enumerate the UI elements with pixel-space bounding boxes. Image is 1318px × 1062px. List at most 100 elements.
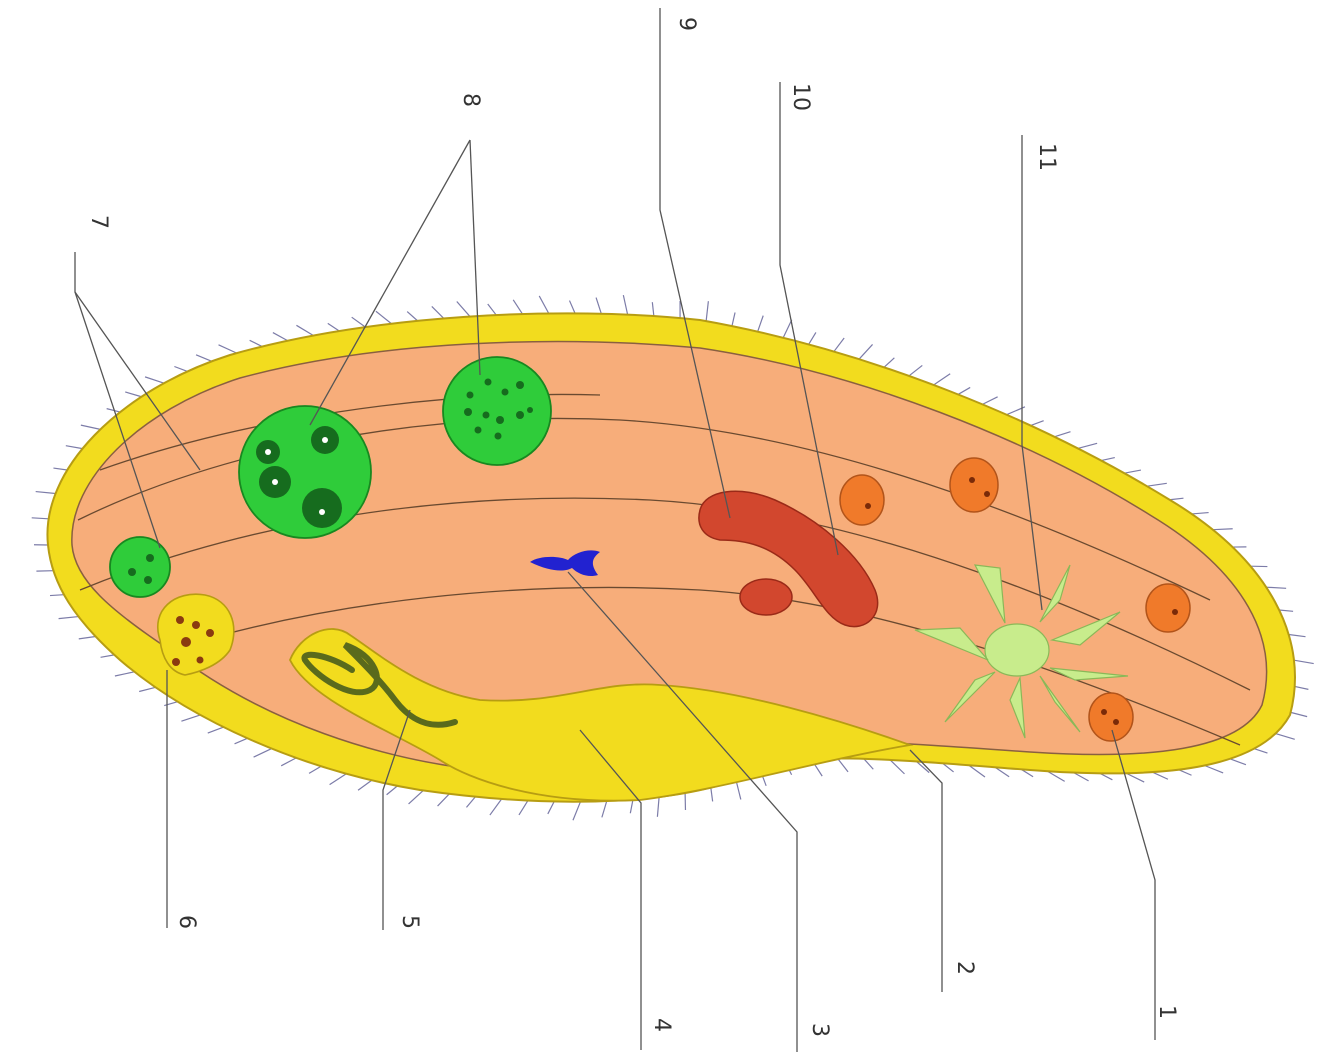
cilium <box>488 304 497 315</box>
cilium <box>273 333 288 341</box>
cilium <box>1054 432 1070 437</box>
cilium <box>330 774 347 785</box>
cilium <box>66 446 83 449</box>
cilium <box>490 799 502 815</box>
cilium <box>1031 421 1044 426</box>
cilium <box>174 367 187 372</box>
cilium <box>79 636 96 638</box>
label-7: 7 <box>86 215 111 229</box>
cilium <box>457 302 470 317</box>
cilium <box>1124 470 1141 473</box>
cilium <box>53 468 67 470</box>
cilium <box>1192 513 1209 514</box>
cilium <box>407 312 417 321</box>
cilium <box>81 425 101 429</box>
cilium <box>1276 734 1295 740</box>
cilium <box>909 365 922 375</box>
cilium <box>181 715 200 721</box>
cilium <box>1152 772 1167 779</box>
cilium <box>409 790 424 804</box>
cilium <box>602 801 607 817</box>
cilium <box>706 301 708 321</box>
food-vacuole-small <box>110 537 170 597</box>
micronucleus <box>740 579 792 615</box>
cilium <box>208 727 224 733</box>
cilium <box>281 758 296 766</box>
cilium <box>884 358 894 367</box>
cilium <box>982 397 997 405</box>
cilium <box>101 655 115 657</box>
cilium <box>1295 686 1309 689</box>
cilium <box>438 794 450 806</box>
food-vacuole-large <box>239 406 371 538</box>
cilium <box>1254 749 1267 753</box>
cilium <box>115 672 135 676</box>
cilium <box>890 760 904 774</box>
cilium <box>838 758 848 771</box>
cilium <box>1205 766 1224 773</box>
label-10: 10 <box>788 83 813 111</box>
label-9: 9 <box>674 17 699 31</box>
cilium <box>1230 759 1246 765</box>
cilium <box>834 338 844 352</box>
cilium <box>732 312 735 326</box>
food-vacuole-medium <box>443 357 551 465</box>
cilium <box>657 797 659 817</box>
cilium <box>711 788 713 802</box>
cilium <box>376 311 392 324</box>
cilium <box>958 387 970 394</box>
cilium <box>783 320 792 338</box>
svg-text:2: 2 <box>952 961 977 975</box>
label-4: 4 <box>649 1018 674 1032</box>
cilium <box>573 802 580 821</box>
cilium <box>630 800 633 814</box>
cilium <box>139 687 155 691</box>
cilium <box>59 617 79 619</box>
svg-text:6: 6 <box>174 915 199 929</box>
cilium <box>1213 529 1233 530</box>
svg-text:4: 4 <box>649 1018 674 1032</box>
cilium <box>1101 458 1115 461</box>
cilium <box>352 317 366 327</box>
cilium <box>296 325 313 335</box>
cilium <box>125 392 141 397</box>
cilium <box>1078 443 1097 448</box>
cilium <box>235 738 248 743</box>
cilium <box>254 749 272 758</box>
svg-text:3: 3 <box>807 1023 832 1037</box>
label-2: 2 <box>952 961 977 975</box>
label-8: 8 <box>458 93 483 107</box>
cilium <box>934 374 951 385</box>
svg-text:11: 11 <box>1034 143 1059 171</box>
cilium <box>519 801 528 815</box>
label-6: 6 <box>174 915 199 929</box>
cilium <box>513 300 522 314</box>
cilium <box>623 295 627 315</box>
cilium <box>164 702 177 706</box>
cilium <box>250 340 263 346</box>
cilium <box>548 801 554 813</box>
cilium <box>1294 660 1314 663</box>
cilium <box>1179 770 1192 776</box>
cilium <box>432 306 444 318</box>
cilium <box>652 302 654 316</box>
label-5: 5 <box>397 915 422 929</box>
cilium <box>859 344 872 359</box>
cilium <box>1289 634 1306 636</box>
cilium <box>466 797 475 808</box>
label-1: 1 <box>1154 1005 1179 1019</box>
cilium <box>758 316 764 332</box>
cilium <box>328 323 340 331</box>
cilium <box>358 780 372 790</box>
svg-text:10: 10 <box>788 83 813 111</box>
cilium <box>539 296 549 314</box>
cilium <box>145 377 164 383</box>
cilium <box>1147 483 1167 486</box>
svg-text:8: 8 <box>458 93 483 107</box>
cilium <box>1266 587 1286 588</box>
cilium <box>196 355 212 361</box>
label-11: 11 <box>1034 143 1059 171</box>
cilium <box>32 518 49 519</box>
svg-text:1: 1 <box>1154 1005 1179 1019</box>
svg-text:5: 5 <box>397 915 422 929</box>
